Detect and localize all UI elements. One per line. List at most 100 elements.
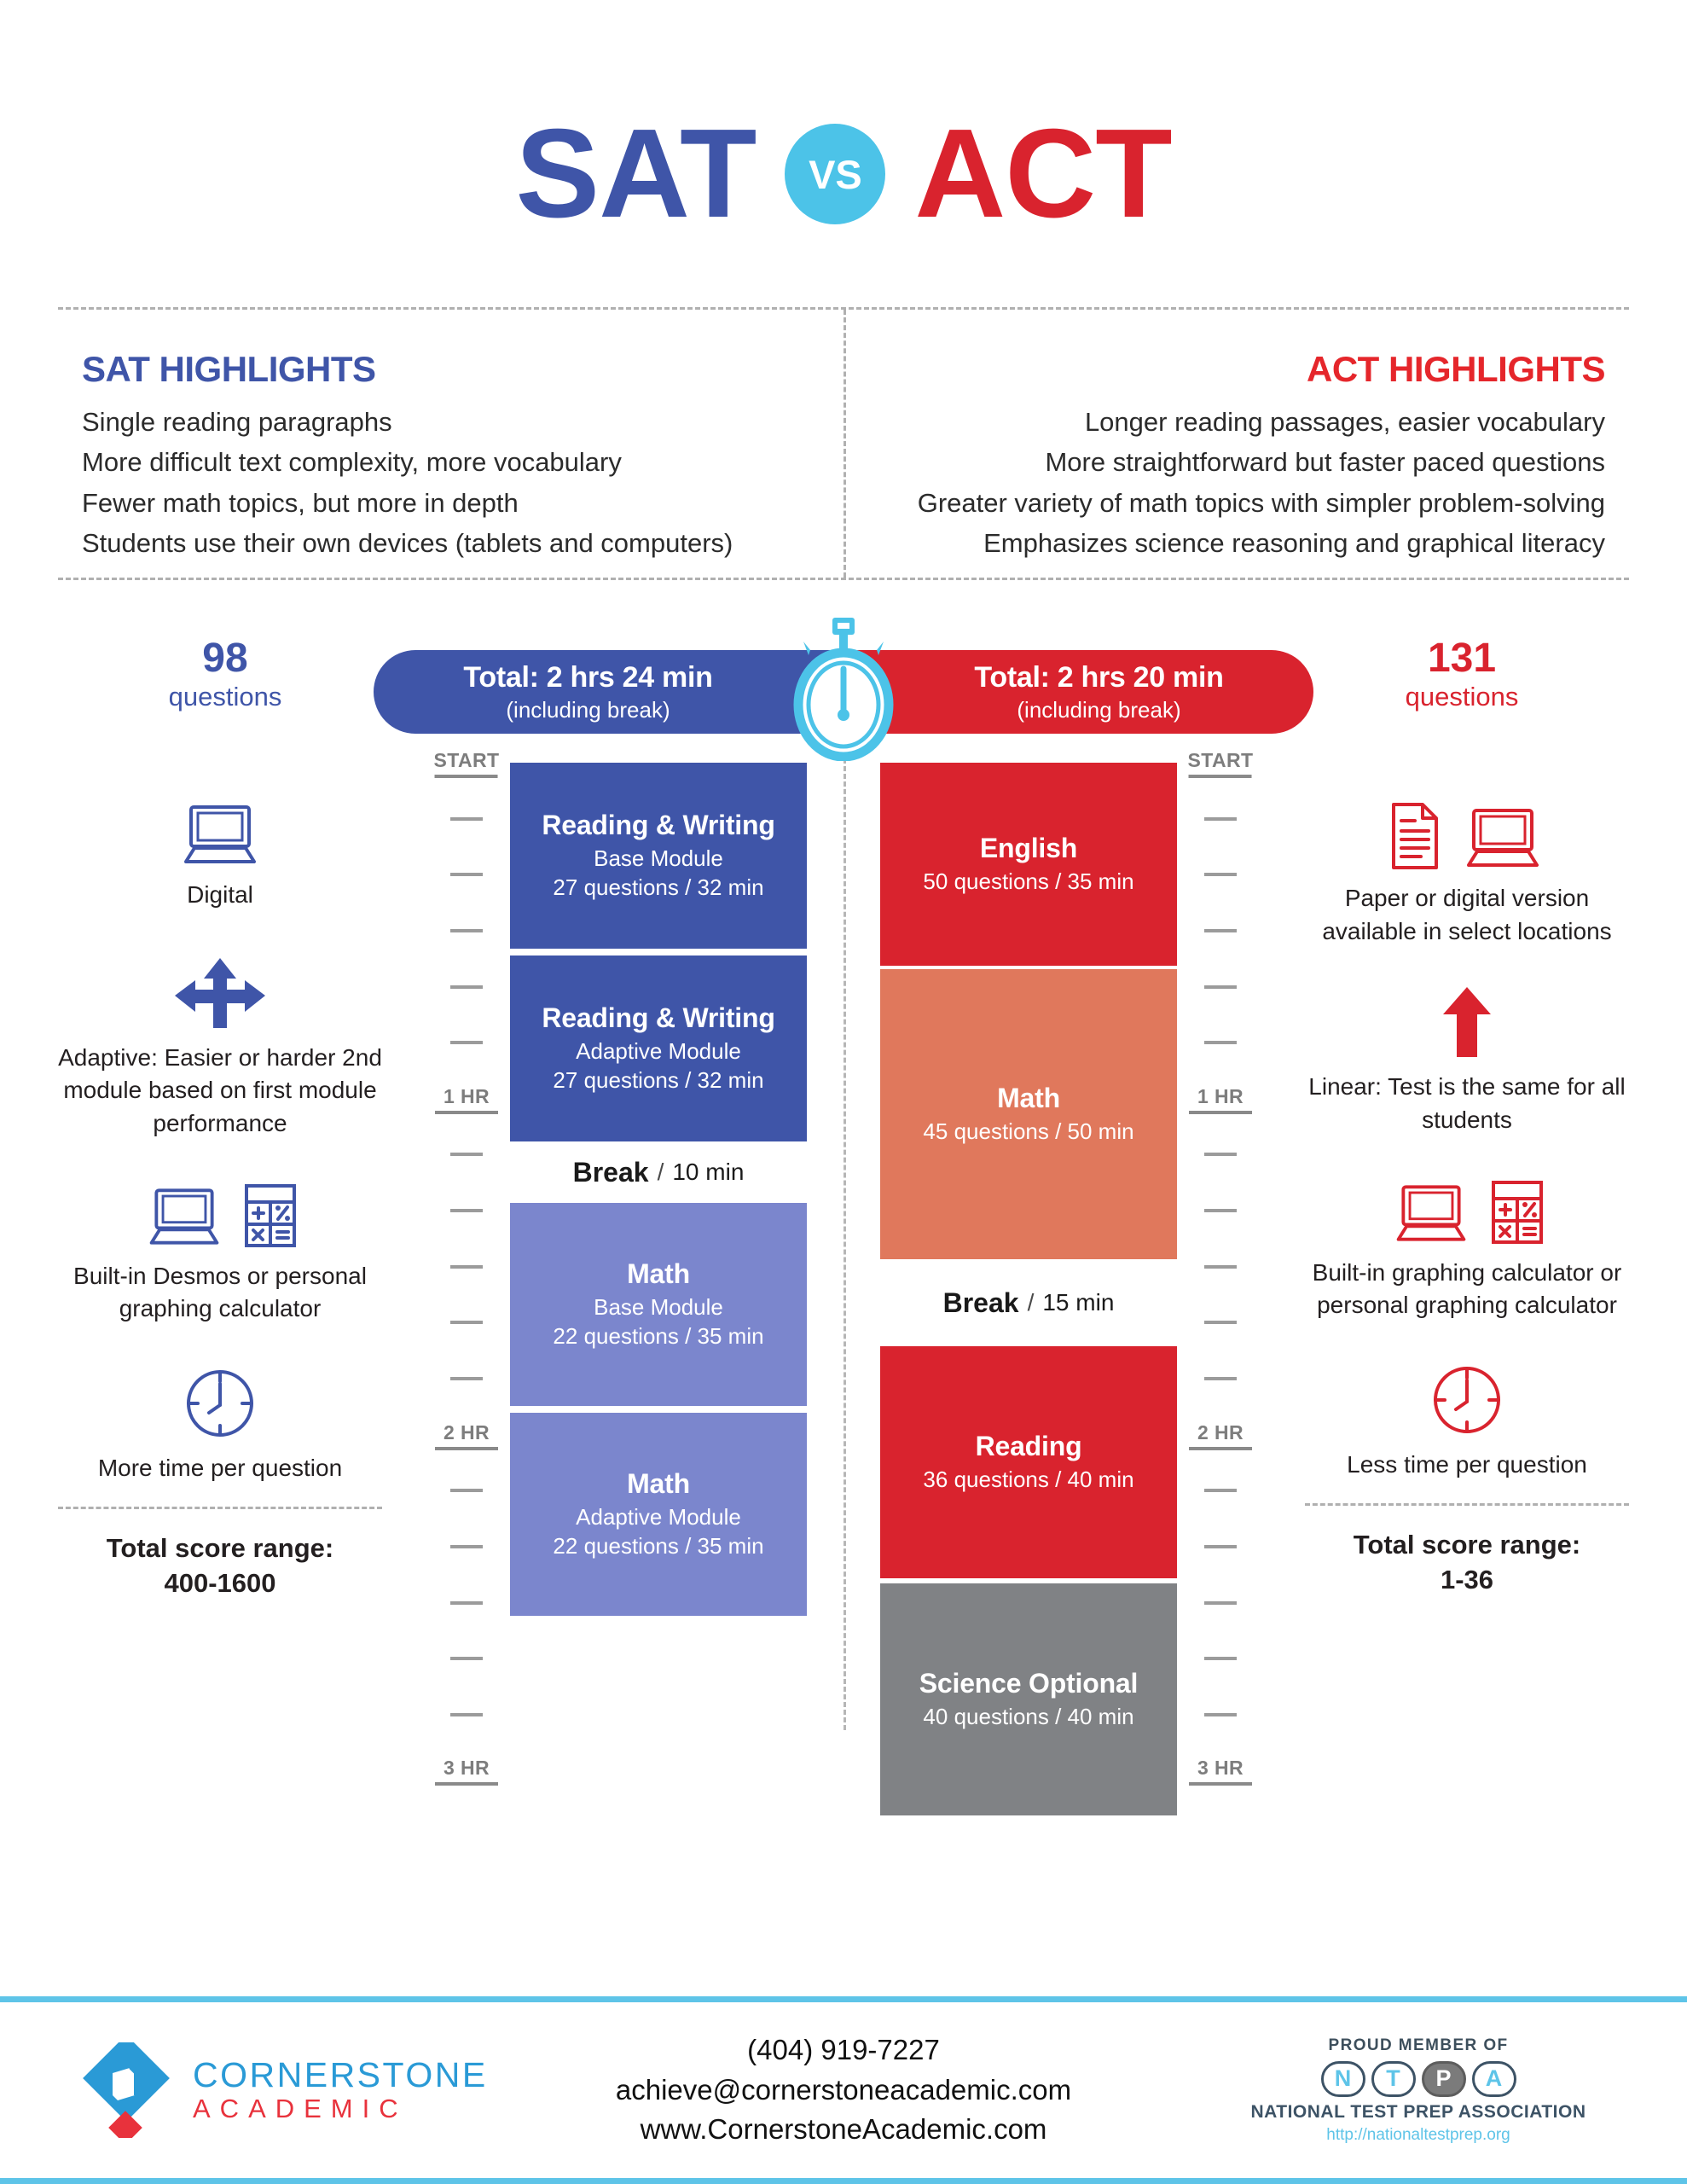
ntpa-letter-p: P [1421,2060,1466,2097]
break-label: Break [572,1156,649,1188]
section-detail: 27 questions / 32 min [553,874,764,900]
timeline-tick-dash [450,1041,483,1045]
timeline-tick-minor [450,1489,483,1493]
timeline-tick-minor [450,1209,483,1213]
timeline-tick-dash [1204,985,1237,989]
ntpa-proud-member-label: PROUD MEMBER OF [1328,2036,1509,2054]
section-title: Math [997,1082,1060,1113]
laptop-calculator-icon [58,1183,382,1248]
act-feature-time: Less time per question [1305,1363,1629,1482]
timeline-tick-minor [450,873,483,877]
timeline-tick-label: 3 HR [443,1757,490,1780]
laptop-icon [58,802,382,867]
sat-feature-caption: More time per question [97,1454,343,1481]
act-highlights-heading: ACT HIGHLIGHTS [1307,349,1605,389]
act-total-time: Total: 2 hrs 20 min (including break) [844,650,1313,734]
timeline-tick-minor [450,1712,483,1716]
timeline-tick-dash [450,928,483,932]
paper-laptop-icon [1305,802,1629,870]
sat-highlights-column: SAT HIGHLIGHTS Single reading paragraphs… [58,349,844,558]
timeline-tick-dash [450,1153,483,1157]
act-total-time-value: Total: 2 hrs 20 min [974,660,1224,694]
timeline-tick-minor [450,1264,483,1269]
timeline-tick-major: 2 HR [1189,1421,1252,1450]
timeline-tick-minor [1204,1153,1237,1157]
section-detail: 36 questions / 40 min [923,1466,1134,1492]
timeline-tick-dash [450,816,483,821]
timeline-tick-minor [1204,816,1237,821]
ntpa-letter-a: A [1471,2060,1516,2097]
section-detail: 22 questions / 35 min [553,1322,764,1349]
timeline-tick-minor [450,1657,483,1661]
act-feature-linear: Linear: Test is the same for all student… [1305,985,1629,1136]
sat-question-count-label: questions [168,681,282,712]
section-detail: 40 questions / 40 min [923,1703,1134,1729]
act-highlight-line: More straightforward but faster paced qu… [1045,447,1605,478]
page-footer: CORNERSTONE ACADEMIC (404) 919-7227 achi… [0,1996,1687,2184]
timeline-tick-dash [1204,1657,1237,1661]
timeline-tick-dash [1204,1209,1237,1213]
section-subtitle: Adaptive Module [576,1504,741,1531]
act-feature-column: Paper or digital version available in se… [1305,787,1629,1597]
section-title: English [979,832,1078,863]
highlights-section: SAT HIGHLIGHTS Single reading paragraphs… [58,307,1629,580]
act-feature-caption: Linear: Test is the same for all student… [1308,1073,1626,1133]
page-header: SAT VS ACT [0,0,1687,282]
sat-feature-adaptive: Adaptive: Easier or harder 2nd module ba… [58,956,382,1141]
timeline-tick-minor [450,928,483,932]
branching-arrows-icon [58,956,382,1030]
timeline-tick-dash [1204,816,1237,821]
timeline-tick-minor [1204,1321,1237,1325]
section-subtitle: Base Module [594,1294,723,1321]
break-duration: 15 min [1042,1289,1115,1316]
ntpa-full-name: NATIONAL TEST PREP ASSOCIATION [1250,2101,1586,2122]
timeline-tick-rule [1189,1782,1252,1786]
act-feature-calculator: Built-in graphing calculator or personal… [1305,1180,1629,1322]
timeline-tick-dash [450,1657,483,1661]
timeline-tick-dash [1204,1321,1237,1325]
timeline-tick-dash [450,1321,483,1325]
contact-website[interactable]: www.CornerstoneAcademic.com [640,2113,1047,2146]
stopwatch-icon [780,616,907,762]
sat-feature-caption: Built-in Desmos or personal graphing cal… [73,1262,367,1322]
timeline-tick-major: 2 HR [435,1421,498,1450]
timeline-tick-rule [434,775,498,778]
sat-total-time-note: (including break) [506,696,670,723]
timeline-tick-minor [1204,985,1237,989]
section-detail: 27 questions / 32 min [553,1066,764,1093]
contact-email[interactable]: achieve@cornerstoneacademic.com [615,2073,1072,2106]
sat-feature-caption: Digital [187,881,253,908]
sat-break-block: Break/10 min [510,1141,807,1203]
timeline-tick-dash [1204,1600,1237,1605]
title-sat: SAT [515,103,757,244]
section-title: Science Optional [919,1667,1139,1699]
clock-icon [1305,1363,1629,1437]
timeline-tick-major: 3 HR [1189,1757,1252,1786]
cornerstone-logo-mark [78,2035,174,2145]
timeline-tick-minor [1204,873,1237,877]
comparison-section: 98 questions 131 questions Total: 2 hrs … [0,616,1687,1815]
timeline-tick-minor [450,1041,483,1045]
timeline-tick-minor [450,1321,483,1325]
section-title: Reading & Writing [542,1002,775,1034]
sat-score-divider: Total score range: 400-1600 [58,1507,382,1600]
sat-total-time: Total: 2 hrs 24 min (including break) [374,650,844,734]
act-break-block: Break/15 min [880,1259,1177,1346]
timeline-tick-dash [1204,873,1237,877]
contact-phone[interactable]: (404) 919-7227 [747,2033,940,2065]
timeline-tick-minor [1204,1377,1237,1381]
sat-highlight-line: More difficult text complexity, more voc… [82,447,622,478]
timeline-tick-dash [450,985,483,989]
act-score-range-label: Total score range: [1353,1530,1581,1560]
act-score-divider: Total score range: 1-36 [1305,1503,1629,1597]
sat-feature-calculator: Built-in Desmos or personal graphing cal… [58,1183,382,1326]
ntpa-url[interactable]: http://nationaltestprep.org [1326,2125,1510,2144]
timeline-tick-minor [1204,1712,1237,1716]
act-feature-caption: Less time per question [1347,1450,1587,1478]
timeline-tick-minor [1204,928,1237,932]
sat-question-count-number: 98 [202,636,248,681]
timeline-tick-label: START [1187,749,1254,771]
